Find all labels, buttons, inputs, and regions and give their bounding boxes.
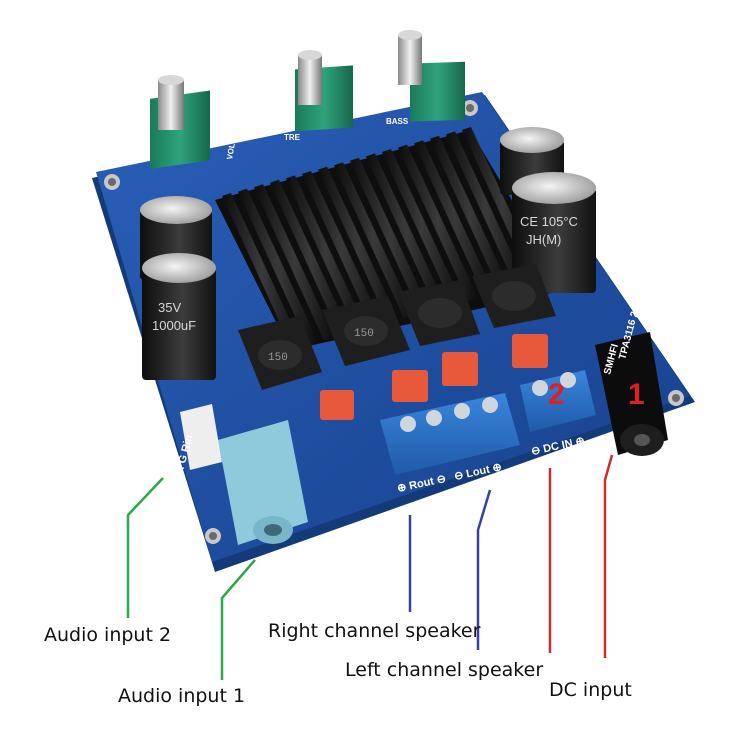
silk-bass: BASS [386, 117, 409, 126]
capacitor-left-bottom: 35V 1000uF [142, 253, 216, 380]
inductor-3 [398, 280, 480, 346]
heatsink-fin [238, 188, 318, 345]
inductor-2-code: 150 [354, 328, 374, 340]
inductor-4 [472, 264, 556, 328]
line-dc-input-b [603, 454, 614, 658]
inductor-1: 150 [238, 316, 322, 390]
heatsink-fin [302, 171, 382, 327]
audio-jack-3-5mm [218, 420, 308, 545]
pin-header-3pin [180, 404, 222, 470]
silk-minus-plus: ⊖ ⊕ [150, 404, 166, 426]
speaker-terminal-block [380, 393, 520, 475]
cap-label-voltage: 35V [158, 300, 181, 315]
heatsink [215, 127, 565, 350]
heatsink-fin [318, 166, 398, 323]
heatsink-fin [334, 162, 414, 319]
inductor-1-code: 150 [268, 352, 288, 364]
label-audio-input-2: Audio input 2 [44, 624, 172, 646]
cap-label-series: JH(M) [526, 232, 561, 247]
film-capacitors [320, 334, 548, 420]
cap-label-temp: CE 105°C [520, 214, 578, 229]
silk-tre: TRE [284, 133, 301, 142]
callout-lines [126, 454, 614, 680]
marker-2: 2 [548, 378, 565, 411]
line-audio-input-2 [126, 477, 164, 618]
label-right-speaker: Right channel speaker [268, 620, 481, 642]
pot-tre [295, 50, 353, 132]
heatsink-fin [414, 140, 494, 297]
heatsink-fin [270, 179, 350, 336]
pot-vol [150, 75, 210, 169]
marker-1: 1 [628, 378, 645, 411]
heatsink-fin [382, 149, 462, 305]
pot-bass [398, 30, 465, 122]
heatsink-fin [366, 153, 446, 310]
dc-barrel-jack [595, 332, 668, 456]
heatsink-fin [286, 175, 366, 332]
inductor-2: 150 [322, 296, 410, 366]
heatsink-fin [350, 157, 430, 314]
cap-label-capacitance: 1000uF [152, 318, 196, 333]
heatsink-fin [398, 144, 478, 301]
heatsink-fin [254, 184, 334, 341]
line-left-speaker [476, 489, 492, 650]
heatsink-fin [430, 135, 510, 292]
label-dc-input: DC input [549, 679, 632, 701]
label-left-speaker: Left channel speaker [345, 659, 544, 681]
label-audio-input-1: Audio input 1 [118, 685, 246, 707]
line-audio-input-1 [220, 559, 256, 680]
dc-terminal-block [520, 370, 596, 432]
silk-vol: VOL [225, 142, 237, 160]
heatsink-fin [222, 193, 302, 349]
heatsink-fin [446, 131, 526, 288]
